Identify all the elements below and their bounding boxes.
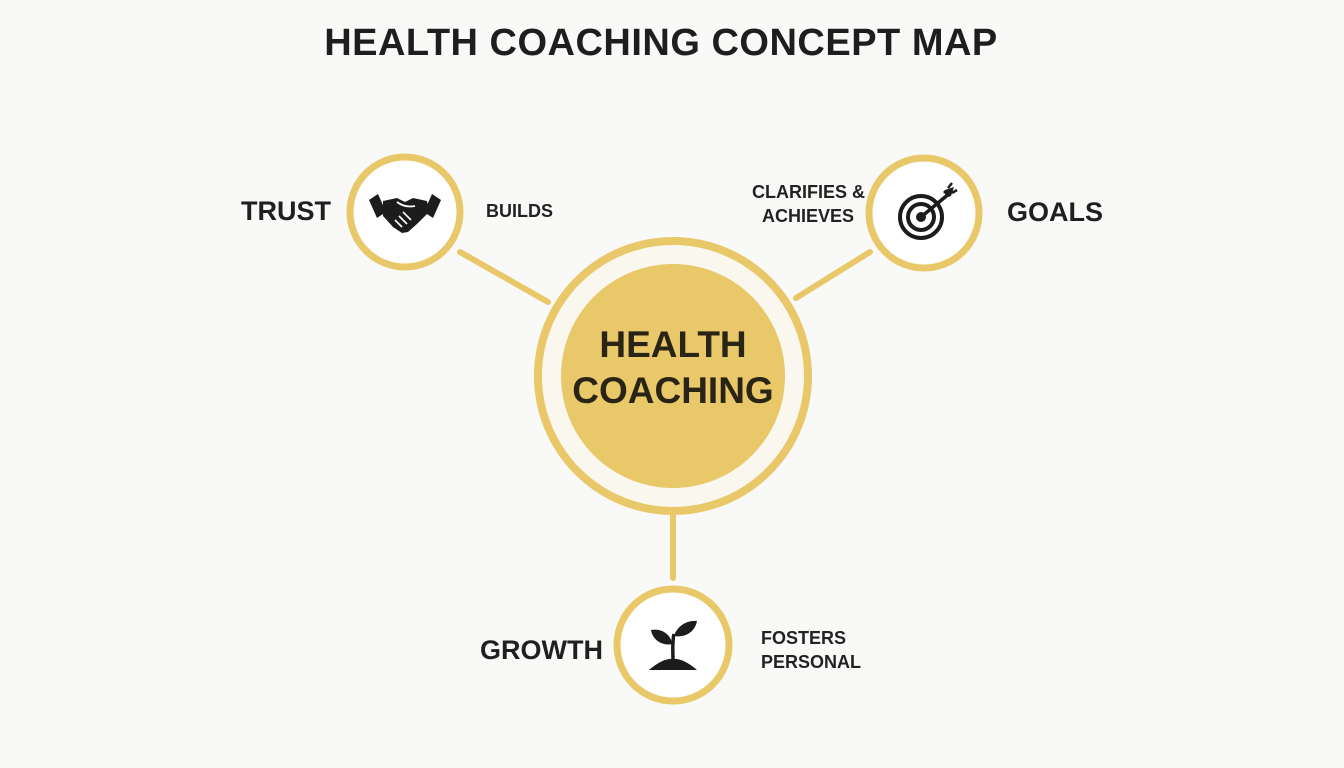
goals-relation-label: CLARIFIES & ACHIEVES [752,180,866,228]
target-icon [898,182,958,240]
center-node [534,237,812,515]
sprout-icon [649,620,697,670]
growth-relation-line-1: FOSTERS [761,628,847,648]
center-node-label: HEALTH COACHING [541,322,805,414]
center-label-line-2: COACHING [572,370,774,411]
goals-label: GOALS [1007,197,1104,227]
growth-label: GROWTH [480,635,603,665]
page-title: HEALTH COACHING CONCEPT MAP [324,22,998,64]
growth-relation-line-2: PERSONAL [761,652,862,672]
handshake-icon [369,194,441,233]
connector-goals [793,249,873,301]
goals-relation-line-1: CLARIFIES & [752,182,866,202]
trust-relation-label: BUILDS [486,201,553,221]
goals-relation-line-2: ACHIEVES [761,206,855,226]
trust-label: TRUST [241,196,331,226]
center-label-line-1: HEALTH [599,324,747,365]
connector-trust [457,249,551,305]
growth-relation-label: FOSTERS PERSONAL [761,626,861,674]
